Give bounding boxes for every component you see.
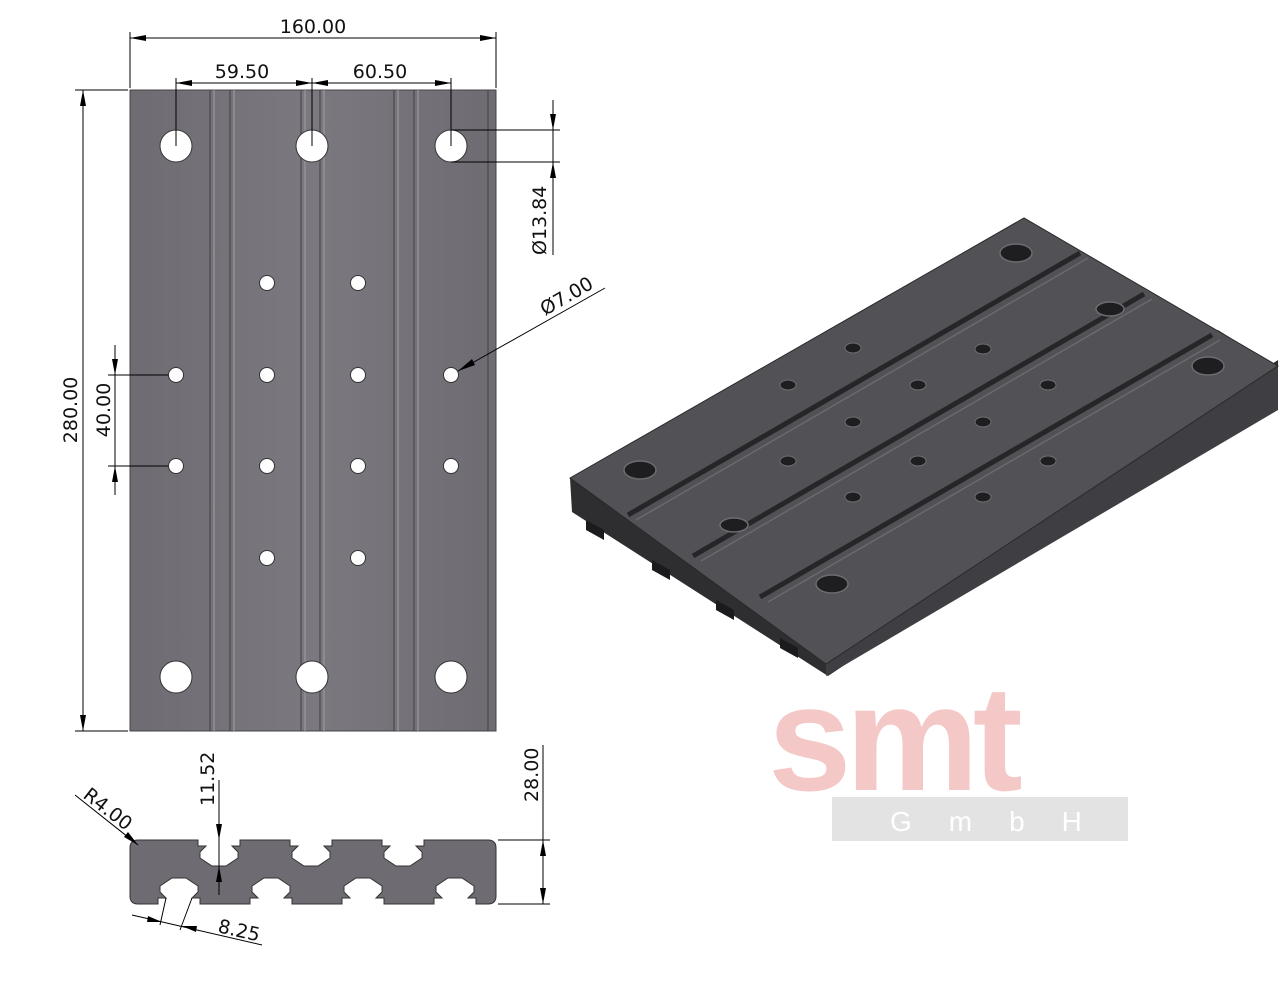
top-view-plate	[129, 89, 497, 732]
company-logo: smt GmbH	[768, 654, 1128, 841]
logo-subtitle: GmbH	[890, 806, 1119, 837]
dim-large-hole: Ø13.84	[451, 100, 560, 255]
dim-overall-length: 280.00	[60, 89, 128, 732]
dim-overall-length-label: 280.00	[60, 377, 82, 443]
dim-height-label: 28.00	[521, 748, 543, 802]
dim-height: 28.00	[498, 745, 550, 905]
dim-corner-radius: R4.00	[74, 784, 139, 846]
groove-lines	[209, 90, 489, 731]
large-holes	[159, 129, 468, 694]
dim-right-spacing-label: 60.50	[353, 61, 407, 83]
dim-hole-pitch-label: 40.00	[93, 383, 115, 437]
dim-corner-radius-label: R4.00	[79, 784, 136, 836]
dim-small-hole-label: Ø7.00	[537, 273, 598, 321]
top-view	[129, 89, 497, 732]
iso-groove-highlights	[635, 257, 1221, 603]
section-view	[129, 839, 497, 905]
iso-grooves	[626, 250, 1214, 600]
iso-small-holes	[779, 342, 1057, 503]
dim-large-hole-label: Ø13.84	[529, 186, 551, 255]
iso-top-face	[569, 217, 1279, 665]
dim-left-spacing-label: 59.50	[215, 61, 269, 83]
logo-sub-bar	[832, 797, 1128, 841]
dim-slot-opening-label: 8.25	[216, 915, 262, 946]
logo-wordmark: smt	[768, 654, 1022, 822]
dim-hole-pitch: 40.00	[93, 345, 168, 495]
dim-slot-depth-label: 11.52	[197, 752, 219, 806]
dim-overall-width-label: 160.00	[280, 16, 346, 38]
isometric-view	[569, 217, 1279, 676]
dim-overall-width: 160.00	[129, 16, 497, 88]
dim-slot-depth: 11.52	[197, 752, 222, 895]
iso-front-slots	[586, 520, 798, 658]
dim-hole-spacing: 59.50 60.50	[175, 61, 452, 146]
iso-large-holes	[623, 243, 1225, 594]
dim-slot-opening: 8.25	[131, 897, 263, 946]
section-profile	[129, 839, 497, 905]
small-holes	[168, 275, 459, 566]
